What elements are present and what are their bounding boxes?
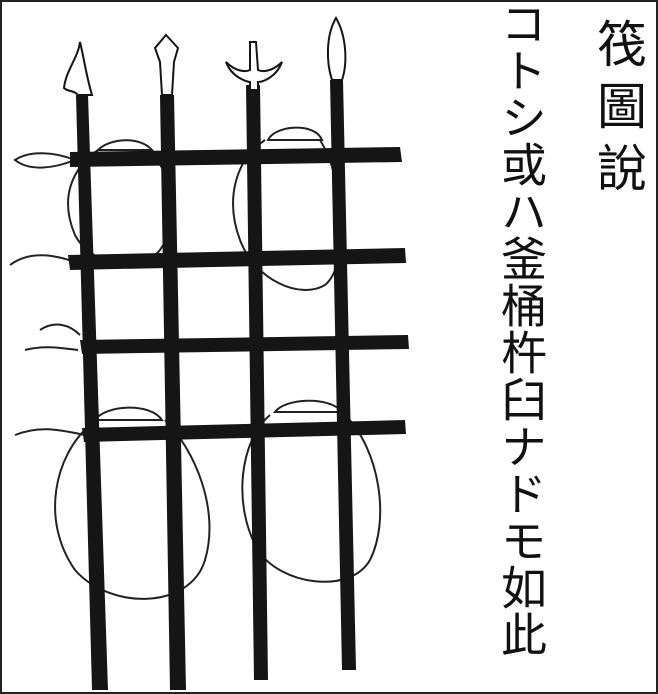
trident-tip	[225, 41, 283, 91]
pole-4	[330, 80, 356, 670]
pole-2	[160, 95, 186, 690]
pot-upper-left-lid	[95, 139, 155, 151]
pot-lower-right	[241, 414, 382, 583]
pot-lower-left-lid	[93, 406, 164, 421]
crossbar-2	[68, 248, 406, 270]
wisp-3	[39, 323, 81, 336]
wisp-4	[24, 346, 79, 351]
pole-tips	[62, 16, 347, 96]
vessel-outlines	[9, 126, 382, 600]
illustration-caption: コトシ或ハ釜桶杵臼ナドモ如此	[494, 0, 548, 658]
horizontal-poles	[68, 147, 409, 442]
hook-tip	[62, 41, 94, 96]
pole-3	[246, 85, 268, 680]
wisp-1	[13, 152, 78, 169]
pot-lower-left	[54, 419, 211, 600]
pole-1	[76, 95, 108, 690]
pot-upper-right-lid	[266, 126, 324, 141]
pot-lower-right-lid	[273, 399, 345, 413]
wisp-2	[9, 254, 76, 266]
vertical-poles	[76, 80, 356, 690]
wisp-5	[14, 428, 86, 436]
spear-tip	[326, 16, 347, 81]
arrowhead-tip	[153, 33, 180, 96]
crossbar-3	[80, 335, 409, 354]
crossbar-1	[70, 147, 402, 167]
crossbar-4	[82, 420, 406, 442]
illustration-title: 筏圖說	[589, 18, 647, 204]
